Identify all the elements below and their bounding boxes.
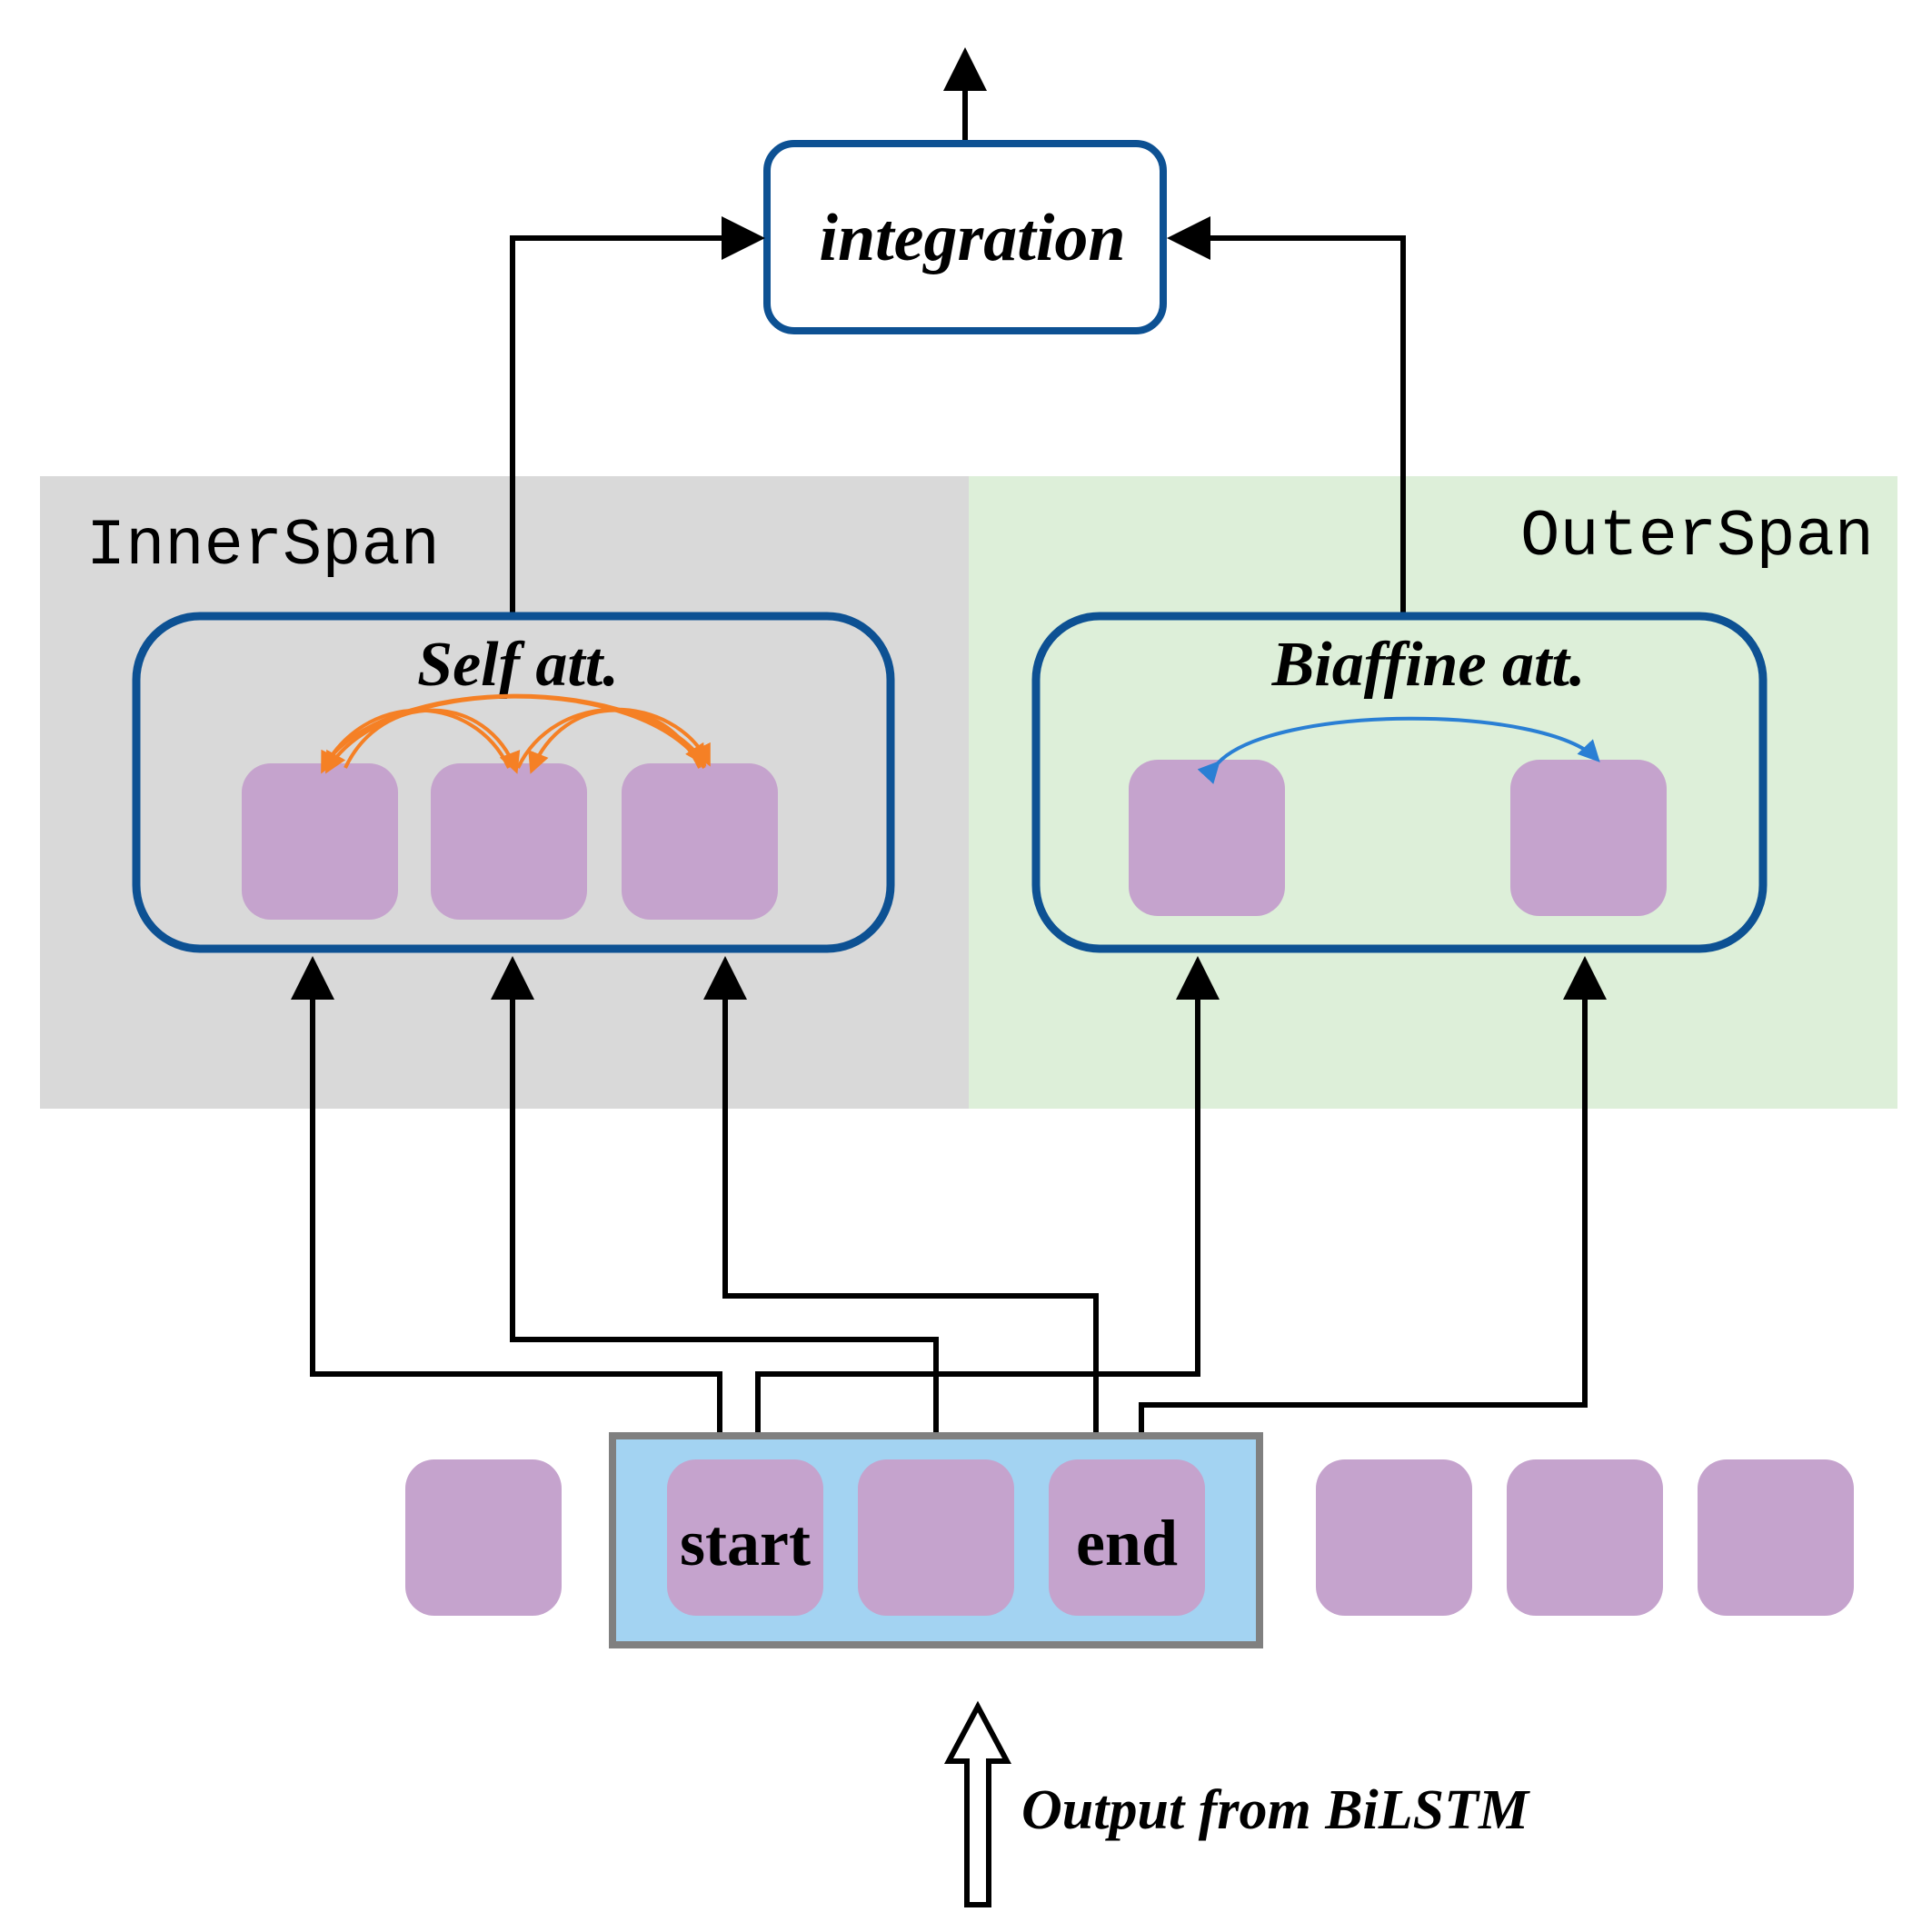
self-attention-label: Self att. [417, 630, 619, 700]
inner-span-title: InnerSpan [86, 509, 440, 583]
inner-token-3 [622, 763, 778, 920]
middle-to-inner-token-2 [491, 956, 939, 1465]
integration-box [763, 140, 1167, 334]
outer-token-end [1510, 760, 1667, 916]
self-attention-arrows [321, 693, 711, 774]
biaffine-attention-label: Biaffine att. [1271, 630, 1586, 700]
outer-token-start [1129, 760, 1285, 916]
bilstm-input-arrow [944, 1700, 1011, 1907]
sequence-token-1 [405, 1459, 562, 1616]
token-connectors [291, 956, 1607, 1465]
inner-to-integration-connector [510, 216, 765, 616]
span-end-token [1049, 1459, 1205, 1616]
end-to-inner-token-3 [703, 956, 1099, 1465]
bilstm-caption: Output from BiLSTM [1021, 1779, 1530, 1841]
start-label: start [680, 1507, 811, 1579]
integration-label: integration [819, 201, 1125, 275]
sequence-token-6 [1507, 1459, 1663, 1616]
outer-span-title: OuterSpan [1520, 500, 1874, 574]
biaffine-attention-box [1031, 612, 1768, 953]
start-to-outer-token-start [755, 956, 1220, 1465]
outer-span-panel [969, 476, 1897, 1109]
outer-to-integration-connector [1167, 216, 1406, 616]
span-middle-token [858, 1459, 1014, 1616]
self-attention-box [132, 612, 895, 953]
start-to-inner-token-1 [291, 956, 722, 1465]
biaffine-attention-arrow [1197, 716, 1600, 784]
sequence-token-5 [1316, 1459, 1472, 1616]
inner-token-2 [431, 763, 587, 920]
sequence-token-7 [1698, 1459, 1854, 1616]
span-start-token [667, 1459, 823, 1616]
end-label: end [1076, 1507, 1178, 1579]
inner-token-1 [242, 763, 398, 920]
